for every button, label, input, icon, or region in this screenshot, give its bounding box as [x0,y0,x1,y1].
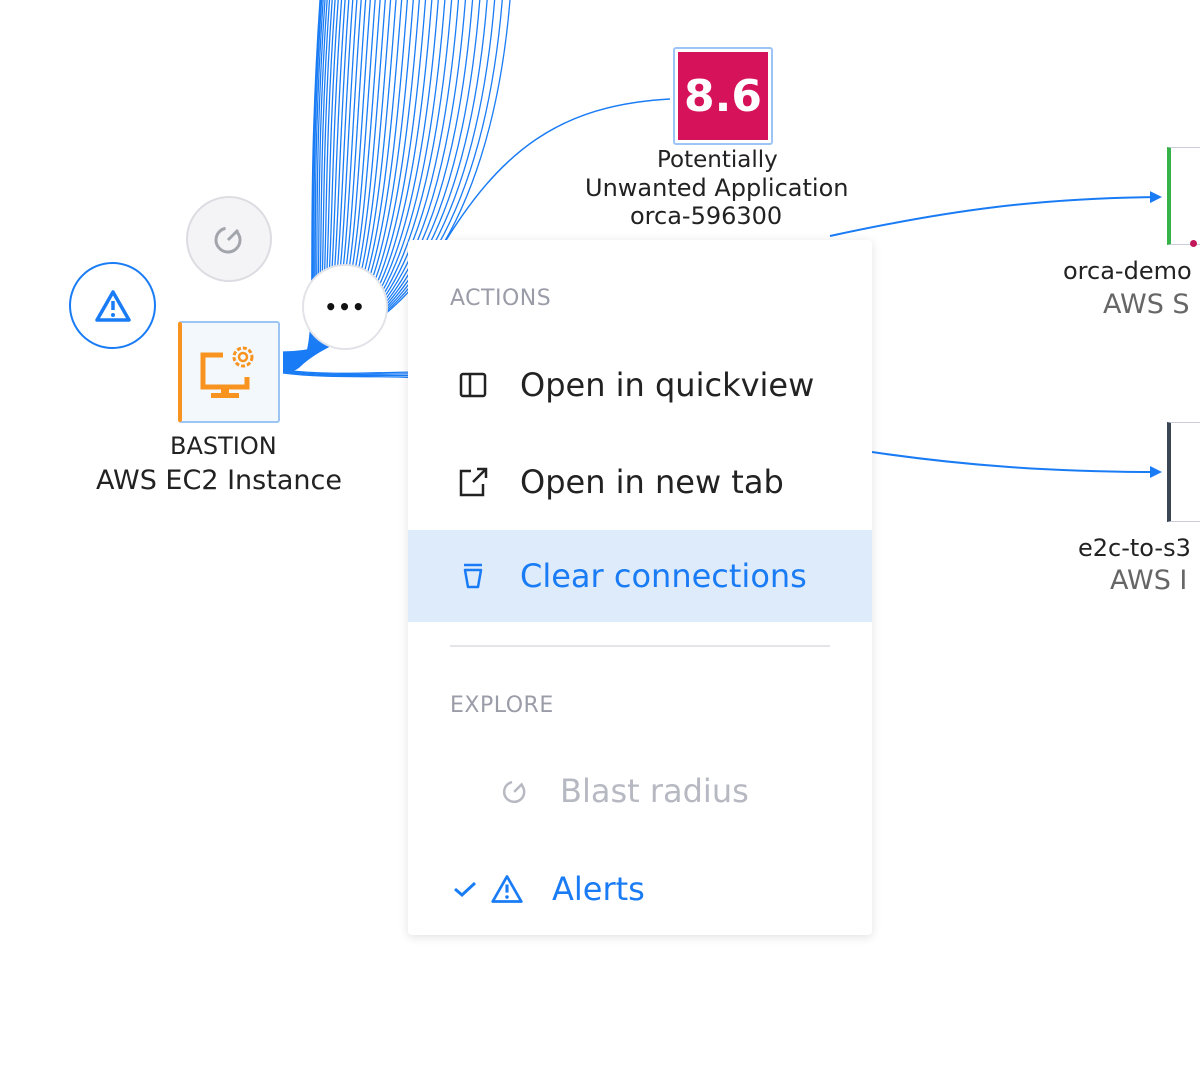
ec2-instance-icon [200,346,254,398]
iam-type: AWS I [1110,565,1188,596]
edge-to-iam [871,451,1162,478]
menu-divider [450,645,830,647]
edge-line [282,370,421,376]
explore-header: EXPLORE [450,693,554,718]
s3-node[interactable] [1167,147,1200,245]
menu-item-open-quickview[interactable]: Open in quickview [408,339,872,431]
menu-item-label: Open in new tab [520,463,784,501]
s3-type: AWS S [1103,289,1190,320]
edge-alert-to-s3 [829,191,1162,237]
menu-item-label: Clear connections [520,557,807,595]
alerts-button[interactable] [69,262,156,349]
iam-node[interactable] [1167,422,1200,522]
s3-status-dot [1190,240,1197,247]
more-dots-icon: ••• [324,295,366,319]
check-icon [448,872,482,906]
menu-item-open-new-tab[interactable]: Open in new tab [408,436,872,528]
alert-label-line1: Potentially [657,147,778,173]
edge-bastion-to-alert [439,98,671,251]
actions-header: ACTIONS [450,286,552,311]
menu-item-blast-radius[interactable]: Blast radius [408,745,872,837]
menu-item-clear-connections[interactable]: Clear connections [408,530,872,622]
iam-name: e2c-to-s3 [1078,534,1191,562]
bastion-name: BASTION [170,432,277,460]
menu-item-label: Blast radius [560,772,749,810]
menu-item-label: Alerts [552,870,645,908]
quickview-icon [456,368,490,402]
bastion-type: AWS EC2 Instance [96,465,342,496]
bastion-node[interactable] [178,321,280,423]
edge-line [282,372,421,379]
blast-radius-icon [498,774,532,808]
s3-name: orca-demo [1063,257,1192,285]
node-context-menu: ACTIONS Open in quickview Open in new ta… [408,240,872,935]
alert-label-line2: Unwanted Application [585,174,849,202]
alert-label-line3: orca-596300 [630,202,783,230]
warning-icon [490,872,524,906]
clear-icon [456,559,490,593]
warning-icon [94,289,131,322]
edge-line [282,371,421,377]
menu-item-label: Open in quickview [520,366,815,404]
node-more-button[interactable]: ••• [302,264,388,350]
edge-line [282,369,421,374]
menu-item-alerts[interactable]: Alerts [408,843,872,935]
blast-radius-button[interactable] [186,196,272,282]
external-link-icon [456,465,490,499]
alert-score-node[interactable]: 8.6 [673,47,773,145]
alert-score: 8.6 [678,52,768,140]
blast-radius-icon [214,226,242,254]
